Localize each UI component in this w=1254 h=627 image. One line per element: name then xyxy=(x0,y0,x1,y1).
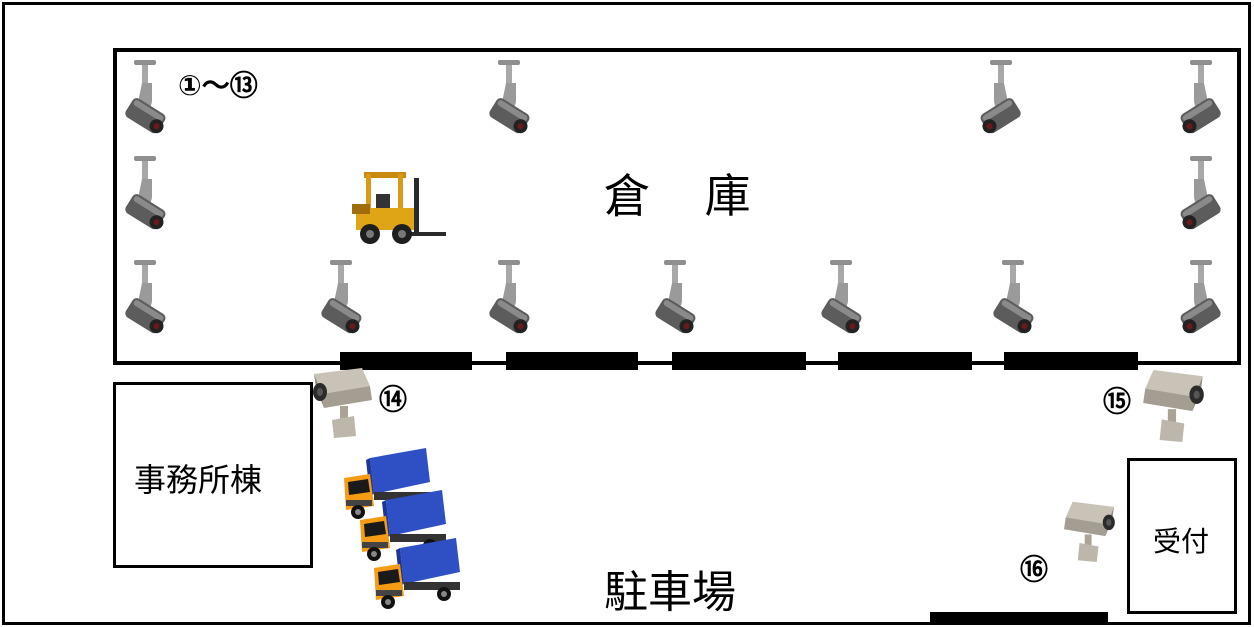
truck-icon xyxy=(374,538,460,609)
office-label: 事務所棟 xyxy=(134,461,263,499)
camera-15-label: ⑮ xyxy=(1103,385,1132,418)
warehouse-door xyxy=(506,352,638,370)
dome-camera-icon xyxy=(487,60,534,137)
forklift-icon xyxy=(352,172,446,244)
warehouse-door xyxy=(672,352,806,370)
warehouse-door xyxy=(340,352,472,370)
entrance-gate xyxy=(930,612,1108,624)
dome-camera-icon xyxy=(653,260,700,337)
parking-label: 駐車場 xyxy=(604,567,736,618)
dome-camera-icon xyxy=(487,260,534,337)
dome-camera-icon xyxy=(819,260,866,337)
warehouse-label: 倉 庫 xyxy=(604,169,771,223)
reception-booth xyxy=(1127,458,1237,614)
camera-16-label: ⑯ xyxy=(1020,553,1049,586)
camera-14-label: ⑭ xyxy=(379,383,408,416)
dome-camera-icon xyxy=(123,156,170,233)
dome-camera-icon xyxy=(1178,156,1224,234)
dome-camera-icon xyxy=(1178,260,1224,338)
dome-camera-icon xyxy=(1178,60,1224,138)
warehouse-door xyxy=(1004,352,1138,370)
warehouse-door xyxy=(838,352,972,370)
box-camera-icon xyxy=(1064,501,1115,562)
office-building xyxy=(113,382,313,568)
box-camera-icon xyxy=(1143,370,1204,442)
camera-range-label: ①～⑬ xyxy=(178,69,258,102)
dome-camera-icon xyxy=(123,260,170,337)
reception-label: 受付 xyxy=(1153,525,1210,558)
box-camera-icon xyxy=(313,368,372,438)
dome-camera-icon xyxy=(123,60,170,137)
dome-camera-icon xyxy=(991,260,1038,337)
dome-camera-icon xyxy=(319,260,366,337)
dome-camera-icon xyxy=(978,60,1024,138)
